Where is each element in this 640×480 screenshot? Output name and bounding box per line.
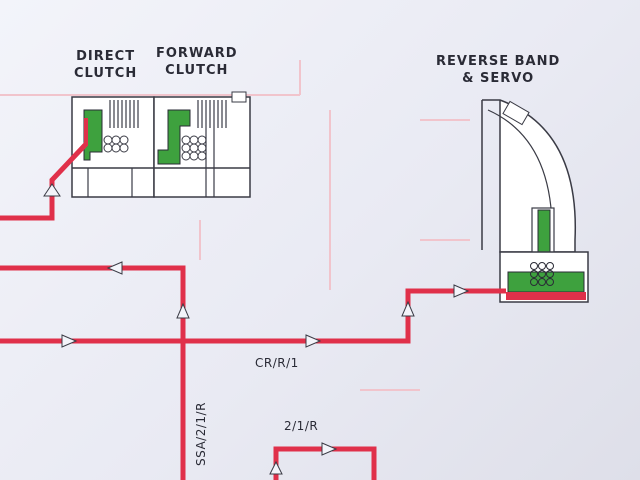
flow-arrow [401,300,415,317]
servo-apply-chamber [506,292,586,300]
reverse-band-servo-drawing [481,99,589,303]
2-1-r-label: 2/1/R [284,419,319,433]
reverse-band [482,99,577,253]
flow-arrow [61,334,78,348]
flow-arrow [305,334,322,348]
faint-background-lines [0,60,470,391]
direct-clutch-housing [71,96,155,198]
servo-springs [530,262,554,286]
direct-clutch-springs [103,135,129,153]
direct-clutch-feed-line [0,142,88,221]
flow-arrow [453,284,470,298]
flow-arrow [106,261,123,275]
forward-clutch-label: FORWARD CLUTCH [156,46,238,78]
direct-clutch-plates [109,100,139,128]
flow-arrow [269,460,283,475]
ssa-2-1-r-line [0,265,186,480]
forward-clutch-plates [197,100,227,128]
cr-r-1-label: CR/R/1 [255,356,299,370]
reverse-band-servo-label: REVERSE BAND & SERVO [436,54,561,86]
direct-clutch-drawing [71,96,155,198]
cr-r-1-line [0,288,506,344]
direct-clutch-label: DIRECT CLUTCH [74,49,138,81]
forward-clutch-drawing [153,91,251,198]
flow-arrow [176,302,190,319]
ssa-2-1-r-label: SSA/2/1/R [194,402,208,466]
flow-arrow [43,183,61,197]
direct-clutch-piston [83,109,103,161]
flow-arrows [43,183,470,475]
flow-arrow [321,442,338,456]
forward-clutch-piston [157,109,191,165]
